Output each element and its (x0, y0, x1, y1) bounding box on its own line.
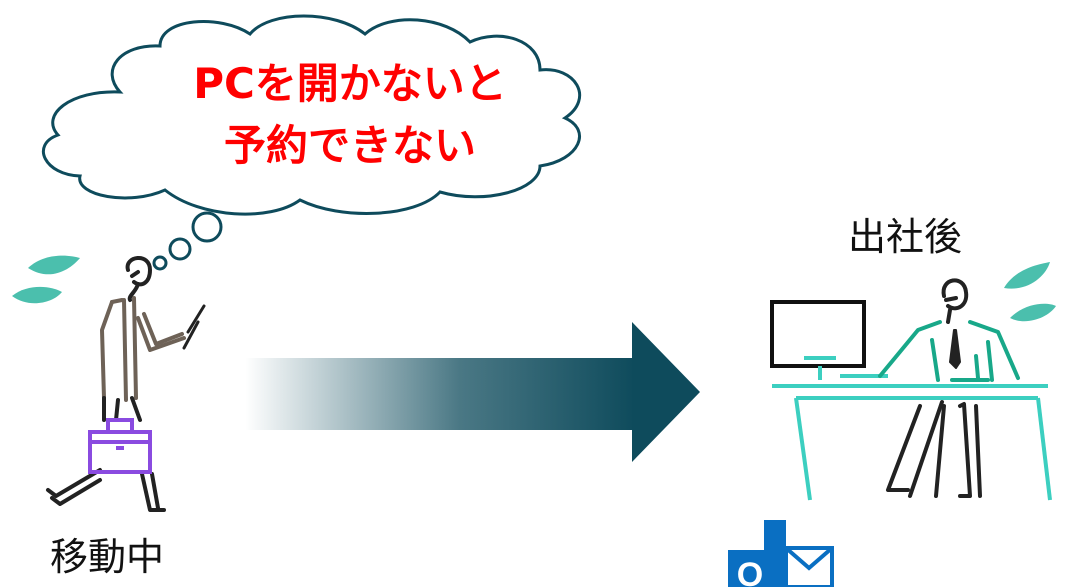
monitor-stand (804, 356, 888, 380)
outlook-mail-icon: O (728, 520, 834, 587)
caption-moving: 移動中 (50, 535, 165, 579)
thought-cloud (42, 14, 582, 271)
transition-arrow (245, 322, 700, 462)
thought-text-line-1: PCを開かないと (193, 59, 507, 108)
outlook-letter: O (737, 556, 763, 587)
walking-person (46, 256, 206, 512)
thought-text-line-2: 予約できない (223, 121, 476, 170)
briefcase-icon (88, 418, 152, 474)
caption-after-arrival: 出社後 (848, 215, 963, 259)
sweat-drops-left (12, 255, 80, 304)
sweat-drops-right (1004, 262, 1056, 322)
office-worker (878, 278, 1020, 498)
desk (772, 384, 1052, 501)
